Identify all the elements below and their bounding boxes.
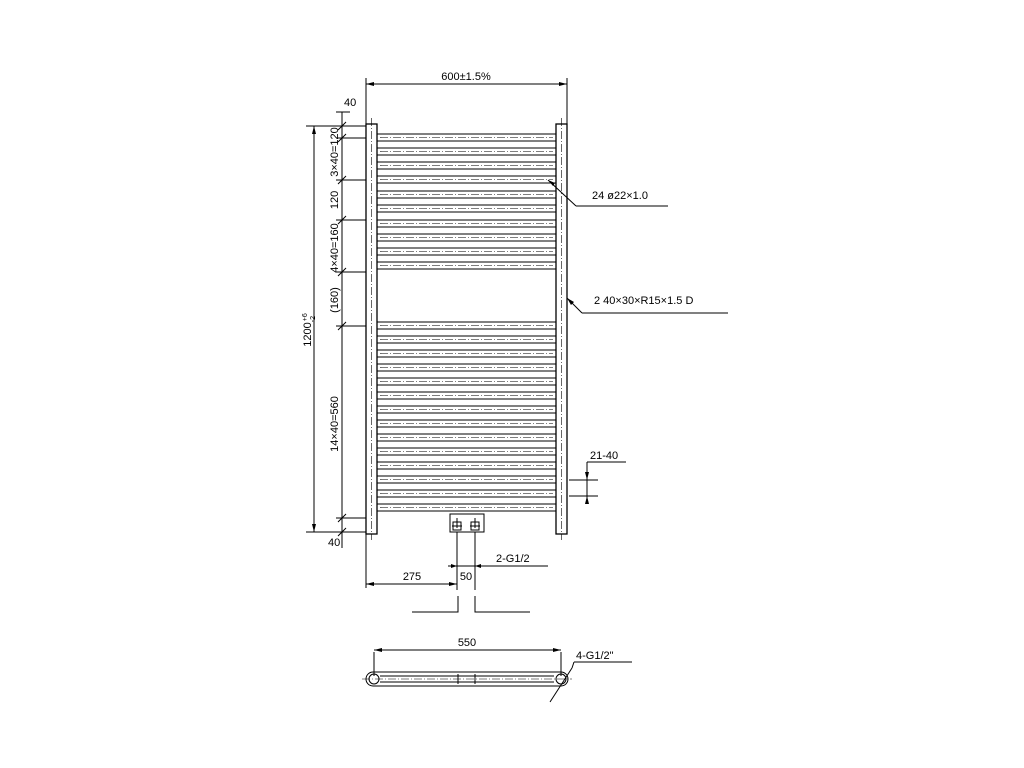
- callout-tubes: 24 ø22×1.0: [547, 179, 668, 207]
- plan-ports-callout-label: 4-G1/2": [576, 650, 614, 662]
- horizontal-tube: [376, 447, 557, 456]
- front-view: [365, 118, 568, 613]
- chain-slash: [337, 215, 347, 225]
- horizontal-tube: [376, 419, 557, 428]
- overall-width-label: 600±1.5%: [441, 71, 491, 83]
- group-top-label: 3×40=120: [329, 127, 341, 177]
- horizontal-tube: [376, 247, 557, 256]
- horizontal-tube: [376, 147, 557, 156]
- bottom-offset-label: 40: [328, 537, 340, 549]
- connection-spacing-label: 50: [460, 571, 472, 583]
- horizontal-tube: [376, 261, 557, 270]
- group-bottom-label: 14×40=560: [329, 396, 341, 452]
- dim-left: 1200+6-2 40 40 3×40=120 120 4×40=160 (16…: [302, 97, 366, 549]
- dim-connection: 275 50 2-G1/2: [365, 534, 548, 588]
- overall-height-label: 1200+6-2: [302, 313, 317, 347]
- horizontal-tube: [376, 461, 557, 470]
- horizontal-tube: [376, 335, 557, 344]
- bracket-range-label: 21-40: [590, 450, 618, 462]
- chain-slash: [337, 513, 347, 523]
- horizontal-tube: [376, 190, 557, 199]
- horizontal-tube: [376, 204, 557, 213]
- connection-block: [449, 513, 485, 590]
- plan-port-right: [555, 673, 567, 685]
- horizontal-tube: [376, 475, 557, 484]
- horizontal-tube: [376, 433, 557, 442]
- rail-centers-label: 550: [458, 637, 476, 649]
- dim-bracket-range: 21-40: [569, 450, 626, 504]
- dim-overall-width: 600±1.5%: [365, 71, 568, 124]
- horizontal-tube: [376, 489, 557, 498]
- rails-callout-label: 2 40×30×R15×1.5 D: [594, 295, 693, 307]
- horizontal-tube: [376, 175, 557, 184]
- horizontal-tube: [376, 233, 557, 242]
- top-offset-label: 40: [344, 97, 356, 109]
- horizontal-tube: [376, 133, 557, 142]
- chain-slash: [337, 267, 347, 277]
- connection-offset-label: 275: [403, 571, 421, 583]
- horizontal-tube: [376, 349, 557, 358]
- horizontal-tube: [376, 363, 557, 372]
- tubes-callout-label: 24 ø22×1.0: [592, 190, 648, 202]
- inlets-callout-label: 2-G1/2: [496, 553, 530, 565]
- horizontal-tube: [376, 503, 557, 512]
- gap-top-label: 120: [329, 191, 341, 209]
- chain-slash: [337, 527, 347, 537]
- horizontal-tube: [376, 405, 557, 414]
- chain-slash: [337, 175, 347, 185]
- horizontal-tubes: [376, 133, 557, 512]
- horizontal-tube: [376, 321, 557, 330]
- horizontal-tube: [376, 161, 557, 170]
- group-mid-label: 4×40=160: [329, 223, 341, 273]
- plan-port-left: [368, 673, 380, 685]
- plan-view: 550 4-G1/2": [362, 637, 632, 703]
- flow-arrows: [412, 596, 530, 613]
- chain-slash: [337, 121, 347, 131]
- horizontal-tube: [376, 219, 557, 228]
- chain-slash: [337, 133, 347, 143]
- horizontal-tube: [376, 391, 557, 400]
- chain-slash: [337, 321, 347, 331]
- callout-rails: 2 40×30×R15×1.5 D: [566, 295, 728, 314]
- horizontal-tube: [376, 377, 557, 386]
- gap-mid-label: (160): [329, 287, 341, 313]
